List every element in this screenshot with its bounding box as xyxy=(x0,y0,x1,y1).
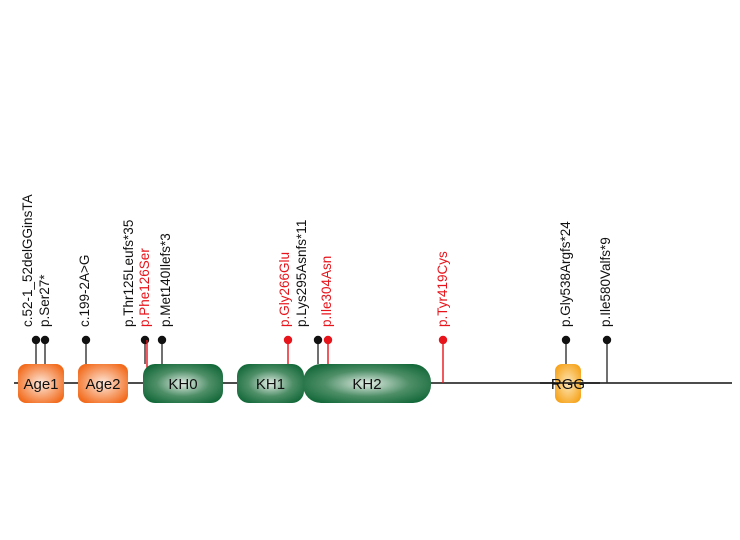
variant-label: p.Ser27* xyxy=(37,274,52,327)
domain-label: RGG xyxy=(551,376,585,393)
domain-label: Age1 xyxy=(23,376,58,393)
variant-head xyxy=(602,335,612,345)
variant-head xyxy=(31,335,41,345)
variant-red: p.Gly266Glu xyxy=(277,252,293,364)
variant-head xyxy=(283,335,293,345)
variant-red: p.Tyr419Cys xyxy=(435,251,450,383)
variant-label: p.Phe126Ser xyxy=(137,248,152,327)
variant-label: p.Met140Ilefs*3 xyxy=(158,233,173,327)
variant-head xyxy=(323,335,333,345)
variant-head xyxy=(438,335,448,345)
variant-label: c.199-2A>G xyxy=(77,255,92,327)
domain-box xyxy=(78,364,128,403)
variant-black: p.Ile580Valfs*9 xyxy=(598,237,613,383)
variant-label: p.Gly266Glu xyxy=(277,252,292,327)
variant-black: p.Lys295Asnfs*11 xyxy=(294,220,323,364)
variant-head xyxy=(81,335,91,345)
variant-red: p.Ile304Asn xyxy=(319,256,334,364)
domain-label: KH2 xyxy=(352,376,381,393)
domain-box xyxy=(18,364,64,403)
variant-head xyxy=(40,335,50,345)
domain-kh2: KH2 xyxy=(303,364,431,403)
variant-head xyxy=(157,335,167,345)
domain-label: KH0 xyxy=(168,376,197,393)
variant-label: c.52-1_52delGGinsTA xyxy=(20,194,35,327)
variant-label: p.Thr125Leufs*35 xyxy=(121,220,136,327)
domains-layer: Age1 Age2 KH0 KH1 KH2 RGG xyxy=(18,364,600,403)
domain-label: Age2 xyxy=(85,376,120,393)
domain-box xyxy=(303,364,431,403)
variant-label: p.Gly538Argfs*24 xyxy=(558,221,573,327)
variant-head xyxy=(313,335,323,345)
variant-black: p.Gly538Argfs*24 xyxy=(558,221,573,364)
domain-kh1: KH1 xyxy=(237,364,304,403)
domain-label: KH1 xyxy=(256,376,285,393)
variant-label: p.Ile580Valfs*9 xyxy=(598,237,613,327)
variant-label: p.Lys295Asnfs*11 xyxy=(294,220,309,327)
variant-head xyxy=(140,335,150,345)
variant-label: p.Tyr419Cys xyxy=(435,251,450,327)
domain-age1: Age1 xyxy=(18,364,64,403)
variant-head xyxy=(561,335,571,345)
domain-box xyxy=(237,364,304,403)
domain-kh0: KH0 xyxy=(143,364,223,403)
variant-black: c.52-1_52delGGinsTA xyxy=(20,194,41,364)
variant-black: p.Ser27* xyxy=(37,274,52,364)
variant-black: p.Met140Ilefs*3 xyxy=(157,233,173,364)
variant-label: p.Ile304Asn xyxy=(319,256,334,327)
domain-age2: Age2 xyxy=(78,364,128,403)
variant-black: c.199-2A>G xyxy=(77,255,92,364)
domain-box xyxy=(143,364,223,403)
